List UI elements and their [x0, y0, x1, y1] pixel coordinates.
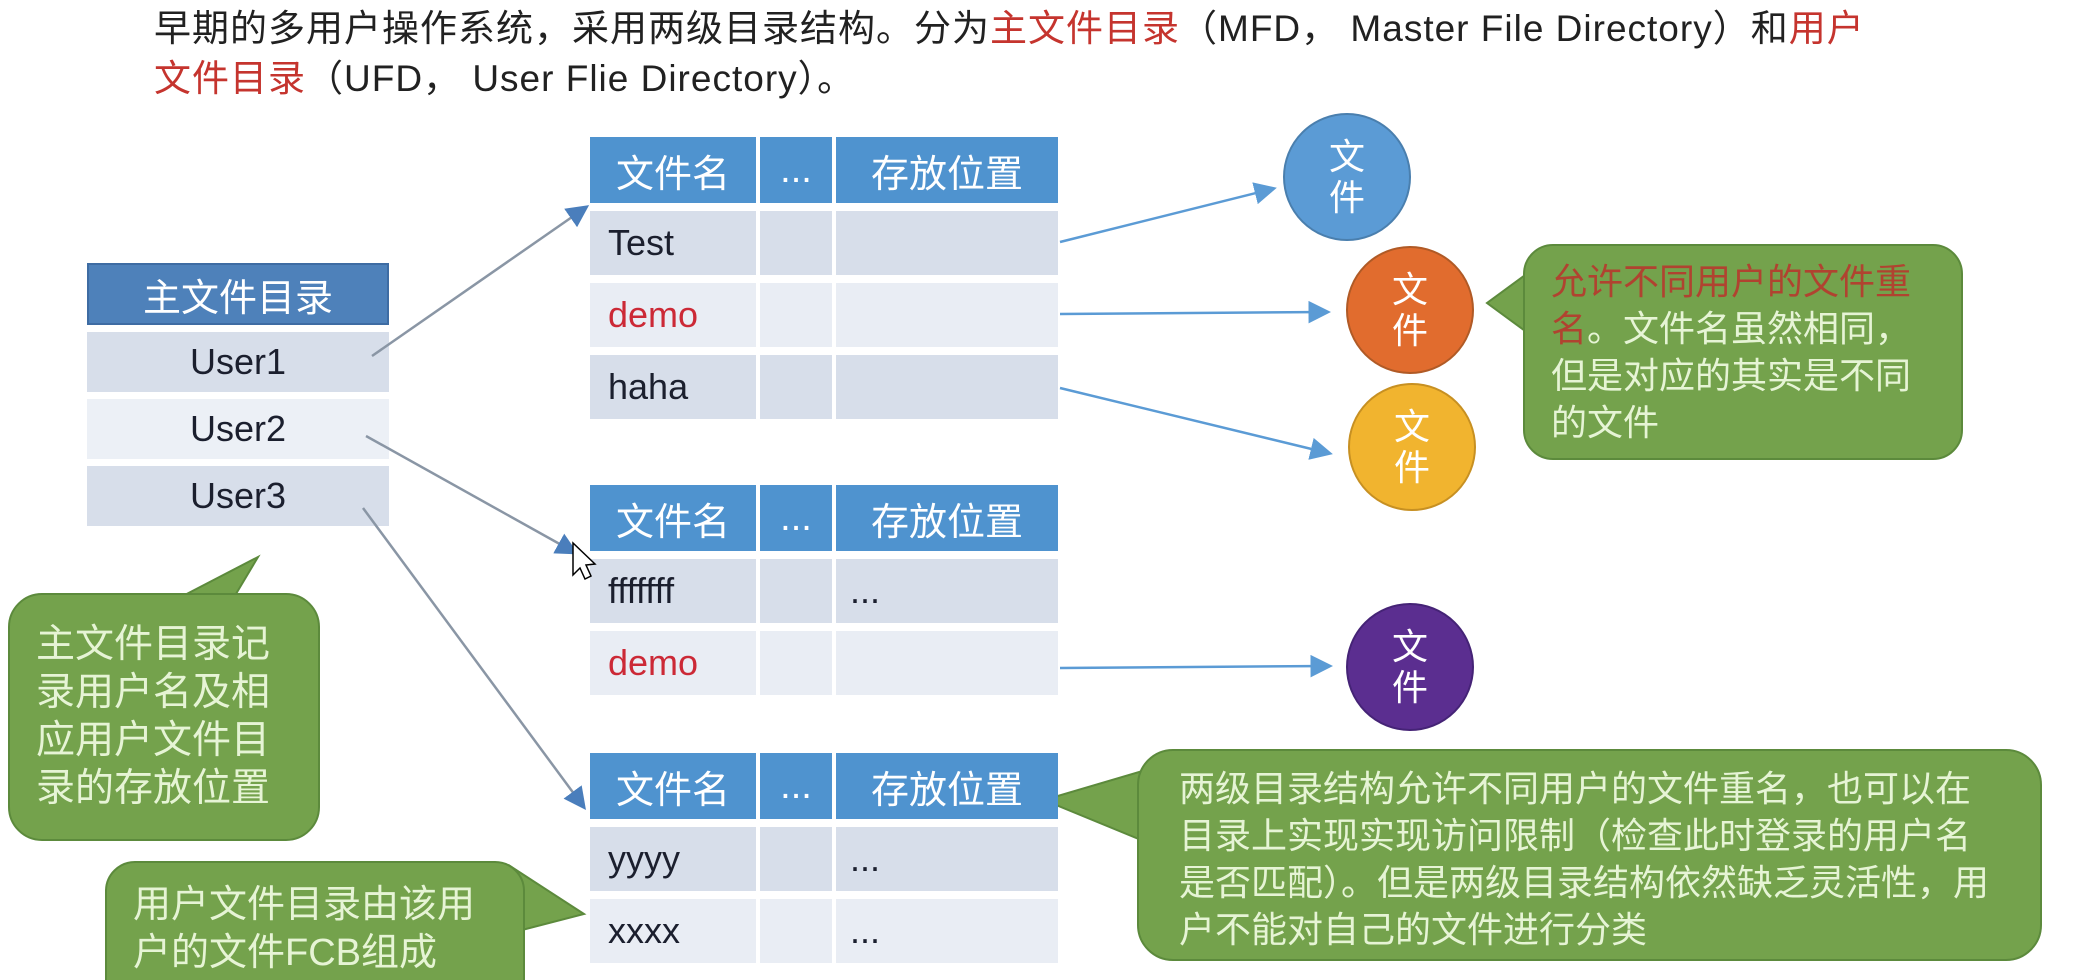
ufd-col-filename: 文件名	[590, 753, 756, 819]
cell-location: ...	[836, 559, 1058, 623]
title-ufd-red2: 文件目录	[154, 58, 306, 99]
title-ufd-red: 用户	[1788, 8, 1865, 49]
file-circle-text: 文	[1328, 136, 1365, 177]
mfd-row-user3: User3	[87, 466, 389, 526]
cell-filename: yyyy	[590, 827, 756, 891]
table-row: demo	[590, 283, 1058, 347]
cell-location: ...	[836, 899, 1058, 963]
file-circle-text: 件	[1391, 310, 1428, 351]
ufd-col-filename: 文件名	[590, 485, 756, 551]
callout-text: 用户文件目录由该用户的文件FCB组成	[133, 884, 476, 974]
ufd-header: 文件名 ... 存放位置	[590, 485, 1058, 551]
ufd-col-filename: 文件名	[590, 137, 756, 203]
arrow-user2-to-table2	[365, 434, 579, 555]
cell-location	[836, 355, 1058, 419]
cell-dots	[760, 559, 832, 623]
ufd-col-location: 存放位置	[836, 753, 1058, 819]
ufd-col-location: 存放位置	[836, 485, 1058, 551]
file-circle-text: 件	[1328, 177, 1365, 218]
callout-text: 。文件名虽然相同，但是对应的其实是不同的文件	[1551, 308, 1912, 443]
mouse-cursor-icon	[572, 541, 597, 581]
arrow-user1-to-table1	[371, 205, 590, 358]
mfd-header: 主文件目录	[87, 263, 389, 325]
callout-text: 两级目录结构允许不同用户的文件重名，也可以在目录上实现实现访问限制（检查此时登录…	[1179, 768, 1990, 950]
file-circle-text: 件	[1391, 667, 1428, 708]
file-circle-text: 文	[1391, 269, 1428, 310]
ufd-table-user2: 文件名 ... 存放位置 fffffff ... demo	[590, 485, 1058, 695]
file-circle-text: 文	[1393, 406, 1430, 447]
ufd-table-user1: 文件名 ... 存放位置 Test demo haha	[590, 137, 1058, 419]
cell-dots	[760, 283, 832, 347]
cell-location: ...	[836, 827, 1058, 891]
file-circle-text: 件	[1393, 447, 1430, 488]
file-circle-orange: 文 件	[1346, 246, 1474, 374]
title-line-1: 早期的多用户操作系统，采用两级目录结构。分为主文件目录（MFD， Master …	[154, 4, 2014, 54]
cell-location	[836, 211, 1058, 275]
ufd-col-dots: ...	[760, 485, 832, 551]
callout-mfd-note: 主文件目录记录用户名及相应用户文件目录的存放位置	[8, 593, 320, 841]
title-text: （MFD， Master File Directory）和	[1180, 8, 1789, 49]
cell-dots	[760, 355, 832, 419]
callout-text: 主文件目录记录用户名及相应用户文件目录的存放位置	[36, 623, 271, 810]
cell-dots	[760, 827, 832, 891]
title-line-2: 文件目录（UFD， User Flie Directory）。	[154, 54, 2014, 104]
cell-dots	[760, 899, 832, 963]
cell-filename: fffffff	[590, 559, 756, 623]
table-row: demo	[590, 631, 1058, 695]
ufd-header: 文件名 ... 存放位置	[590, 753, 1058, 819]
ufd-col-dots: ...	[760, 137, 832, 203]
table-row: Test	[590, 211, 1058, 275]
cell-location	[836, 283, 1058, 347]
file-circle-text: 文	[1391, 626, 1428, 667]
ufd-header: 文件名 ... 存放位置	[590, 137, 1058, 203]
title-text: （UFD， User Flie Directory）。	[306, 58, 856, 99]
callout-text-red: 允许不同用户的文件重名	[1551, 261, 1912, 349]
ufd-col-dots: ...	[760, 753, 832, 819]
mfd-row-user2: User2	[87, 399, 389, 459]
arrow-user3-to-table3	[361, 507, 586, 811]
arrow-test-to-blue-file	[1059, 182, 1277, 244]
cell-filename: demo	[590, 631, 756, 695]
cell-dots	[760, 631, 832, 695]
ufd-col-location: 存放位置	[836, 137, 1058, 203]
cell-location	[836, 631, 1058, 695]
arrow-demo-to-orange-file	[1059, 300, 1331, 324]
table-row: haha	[590, 355, 1058, 419]
mfd-row-user1: User1	[87, 332, 389, 392]
title-text: 早期的多用户操作系统，采用两级目录结构。分为	[154, 8, 990, 49]
cell-filename: xxxx	[590, 899, 756, 963]
table-row: xxxx ...	[590, 899, 1058, 963]
arrow-haha-to-yellow-file	[1059, 386, 1333, 460]
callout-summary-note: 两级目录结构允许不同用户的文件重名，也可以在目录上实现实现访问限制（检查此时登录…	[1137, 749, 2042, 961]
table-row: fffffff ...	[590, 559, 1058, 623]
callout-ufd-note: 用户文件目录由该用户的文件FCB组成	[105, 861, 525, 980]
file-circle-blue: 文 件	[1283, 113, 1411, 241]
cell-filename: Test	[590, 211, 756, 275]
table-row: yyyy ...	[590, 827, 1058, 891]
cell-dots	[760, 211, 832, 275]
file-circle-yellow: 文 件	[1348, 383, 1476, 511]
mfd-table: 主文件目录 User1 User2 User3	[87, 263, 389, 526]
slide-title: 早期的多用户操作系统，采用两级目录结构。分为主文件目录（MFD， Master …	[154, 4, 2014, 104]
cell-filename: haha	[590, 355, 756, 419]
ufd-table-user3: 文件名 ... 存放位置 yyyy ... xxxx ...	[590, 753, 1058, 963]
arrow-demo2-to-purple-file	[1059, 654, 1333, 678]
cell-filename: demo	[590, 283, 756, 347]
title-mfd-red: 主文件目录	[990, 8, 1180, 49]
callout-rename-note: 允许不同用户的文件重名。文件名虽然相同，但是对应的其实是不同的文件	[1523, 244, 1963, 460]
file-circle-purple: 文 件	[1346, 603, 1474, 731]
